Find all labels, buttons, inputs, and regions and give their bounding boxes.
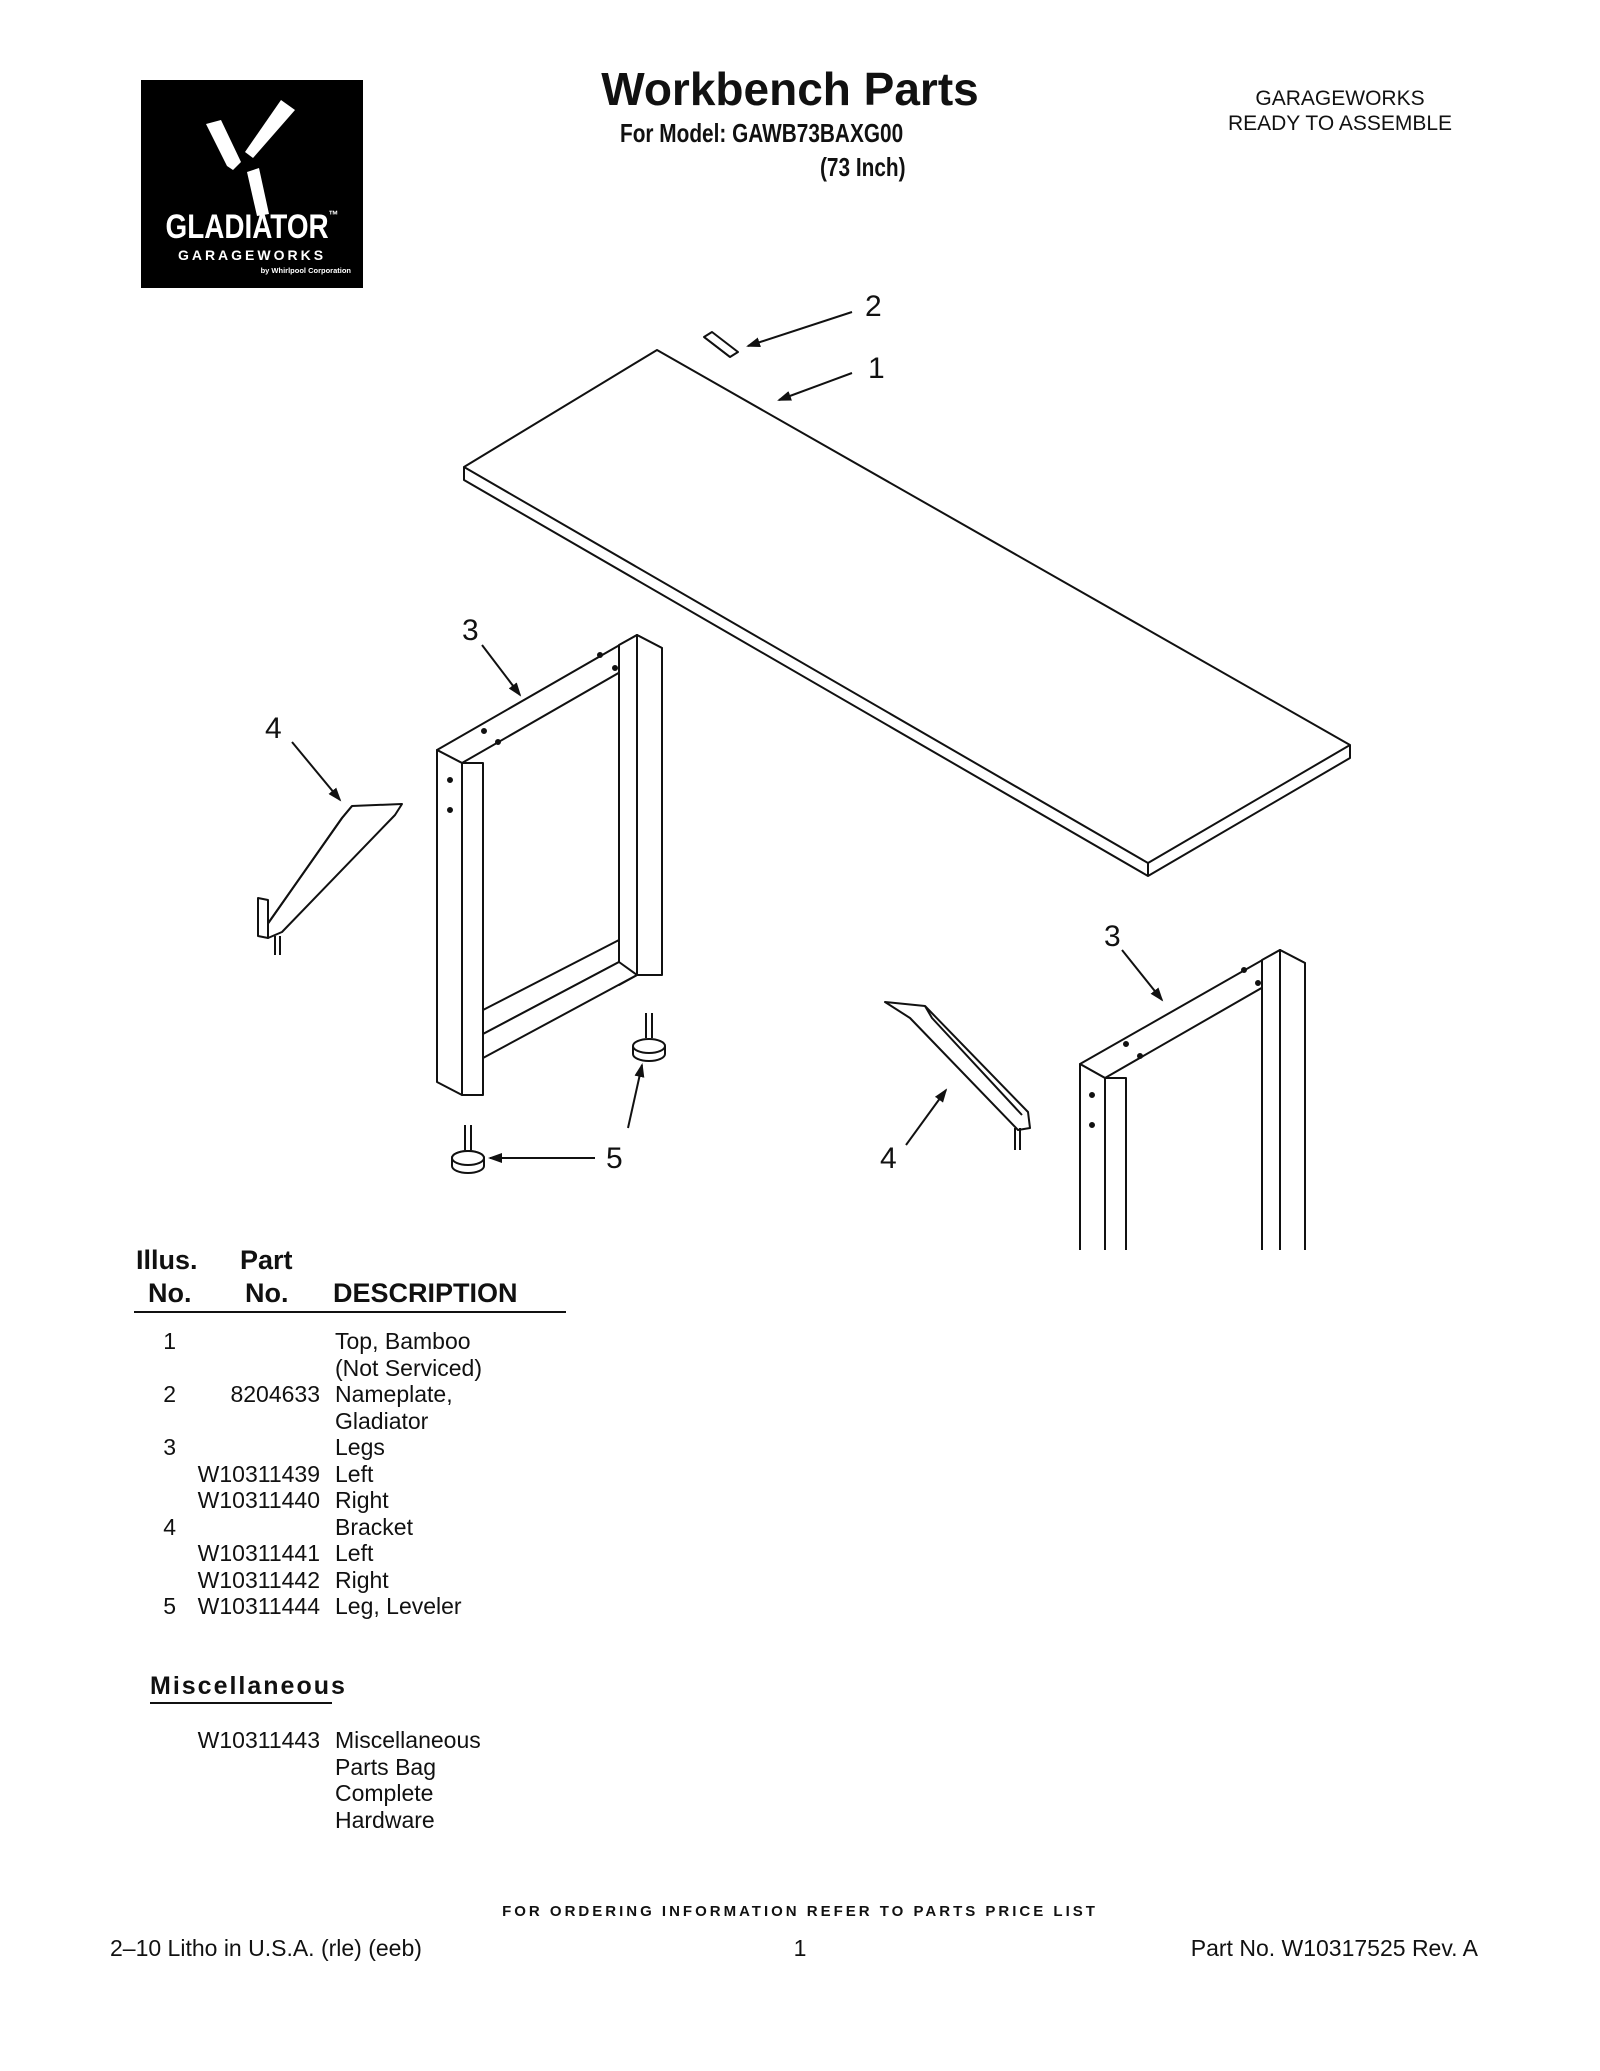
ordering-info-note: FOR ORDERING INFORMATION REFER TO PARTS … — [502, 1903, 1098, 1920]
part-no: 8204633 — [230, 1381, 320, 1407]
table-row: W10311439 Left — [134, 1461, 594, 1488]
description: Legs — [335, 1434, 385, 1460]
part-no: W10311439 — [197, 1460, 320, 1487]
misc-title-rule — [150, 1702, 332, 1704]
illus-no: 3 — [163, 1434, 176, 1460]
table-row: W10311440 Right — [134, 1487, 594, 1514]
description: Top, Bamboo — [335, 1328, 471, 1354]
nameplate — [703, 331, 739, 358]
callout-1: 1 — [868, 352, 885, 385]
callout-2: 2 — [865, 290, 882, 323]
model-size-note: (73 Inch) — [820, 152, 906, 182]
description: Parts Bag — [335, 1753, 436, 1780]
col-header-description: DESCRIPTION — [333, 1278, 518, 1308]
table-row: 2 8204633 Nameplate, — [134, 1381, 594, 1408]
illus-no: 2 — [163, 1381, 176, 1407]
right-bracket — [884, 1001, 1031, 1150]
table-row: 5 W10311444 Leg, Leveler — [134, 1593, 594, 1620]
description: Gladiator — [335, 1407, 429, 1434]
part-no: W10311442 — [197, 1566, 320, 1593]
leader-3-right — [1121, 949, 1164, 1002]
part-no: W10311443 — [197, 1727, 320, 1753]
description: Bracket — [335, 1513, 413, 1540]
description: Right — [335, 1487, 389, 1513]
table-row: Hardware — [134, 1807, 594, 1834]
callout-3-left: 3 — [462, 614, 479, 647]
table-row: Gladiator — [134, 1408, 594, 1435]
page-title: Workbench Parts — [601, 63, 979, 115]
leveler-left-rear — [632, 1013, 666, 1062]
table-row: W10311441 Left — [134, 1540, 594, 1567]
part-no: W10311444 — [197, 1593, 320, 1619]
leveler-left-front — [451, 1125, 485, 1174]
table-row: W10311443 Miscellaneous — [134, 1727, 594, 1754]
table-row: W10311442 Right — [134, 1567, 594, 1594]
leader-2 — [746, 311, 853, 348]
callout-4-right: 4 — [880, 1142, 897, 1175]
description: Left — [335, 1540, 374, 1566]
description: Nameplate, — [335, 1381, 453, 1407]
workbench-top — [463, 349, 1351, 877]
table-row: (Not Serviced) — [134, 1355, 594, 1382]
leader-3-left — [481, 644, 522, 697]
description: Right — [335, 1566, 389, 1593]
callout-5-left: 5 — [606, 1142, 623, 1175]
table-row: 1 Top, Bamboo — [134, 1328, 594, 1355]
description: Left — [335, 1460, 374, 1487]
parts-table-body: 1 Top, Bamboo (Not Serviced) 2 8204633 N… — [134, 1328, 594, 1620]
right-leg — [1079, 949, 1306, 1250]
leader-4-right — [905, 1088, 948, 1146]
table-row: Complete — [134, 1780, 594, 1807]
table-header-rule — [134, 1311, 566, 1313]
col-header-part-1: Part — [240, 1245, 293, 1275]
misc-section-title: Miscellaneous — [150, 1672, 347, 1700]
col-header-illus-1: Illus. — [136, 1245, 198, 1275]
model-subtitle: For Model: GAWB73BAXG00 — [620, 118, 904, 148]
table-row: 4 Bracket — [134, 1514, 594, 1541]
illus-no: 1 — [163, 1328, 176, 1354]
header-right-line1: GARAGEWORKS — [1255, 87, 1425, 110]
part-no: W10311440 — [197, 1487, 320, 1513]
leader-5-left-rear — [627, 1063, 645, 1129]
logo-byline-text: by Whirlpool Corporation — [260, 266, 351, 275]
leader-4-left — [291, 741, 342, 802]
left-leg — [436, 634, 663, 1096]
description: Complete — [335, 1780, 434, 1806]
description: Hardware — [335, 1806, 435, 1833]
leader-1 — [777, 372, 853, 401]
part-no: W10311441 — [197, 1540, 320, 1566]
col-header-part-2: No. — [245, 1278, 289, 1308]
exploded-parts-diagram: 2 1 3 4 5 3 4 5 — [257, 290, 1351, 1250]
footer-litho-text: 2–10 Litho in U.S.A. (rle) (eeb) — [110, 1935, 422, 1961]
table-row: Parts Bag — [134, 1754, 594, 1781]
header-right-line2: READY TO ASSEMBLE — [1227, 112, 1453, 135]
logo-subbrand-text: GARAGEWORKS — [177, 247, 327, 263]
table-row: 3 Legs — [134, 1434, 594, 1461]
document-part-number: Part No. W10317525 Rev. A — [1190, 1935, 1478, 1961]
illus-no: 5 — [163, 1593, 176, 1619]
gladiator-logo: GLADIATOR™ GARAGEWORKS by Whirlpool Corp… — [141, 80, 363, 288]
illus-no: 4 — [163, 1513, 176, 1540]
left-bracket — [257, 803, 403, 955]
description: Leg, Leveler — [335, 1593, 462, 1619]
description: Miscellaneous — [335, 1727, 481, 1753]
logo-brand-text: GLADIATOR™ — [165, 208, 339, 246]
page-number: 1 — [793, 1935, 807, 1961]
description: (Not Serviced) — [335, 1354, 482, 1381]
callout-3-right: 3 — [1104, 920, 1121, 953]
callout-4-left: 4 — [265, 712, 282, 745]
logo-emblem — [206, 100, 295, 216]
misc-table-body: W10311443 Miscellaneous Parts Bag Comple… — [134, 1727, 594, 1833]
header-right-block: GARAGEWORKS READY TO ASSEMBLE — [1180, 86, 1500, 136]
col-header-illus-2: No. — [148, 1278, 192, 1308]
